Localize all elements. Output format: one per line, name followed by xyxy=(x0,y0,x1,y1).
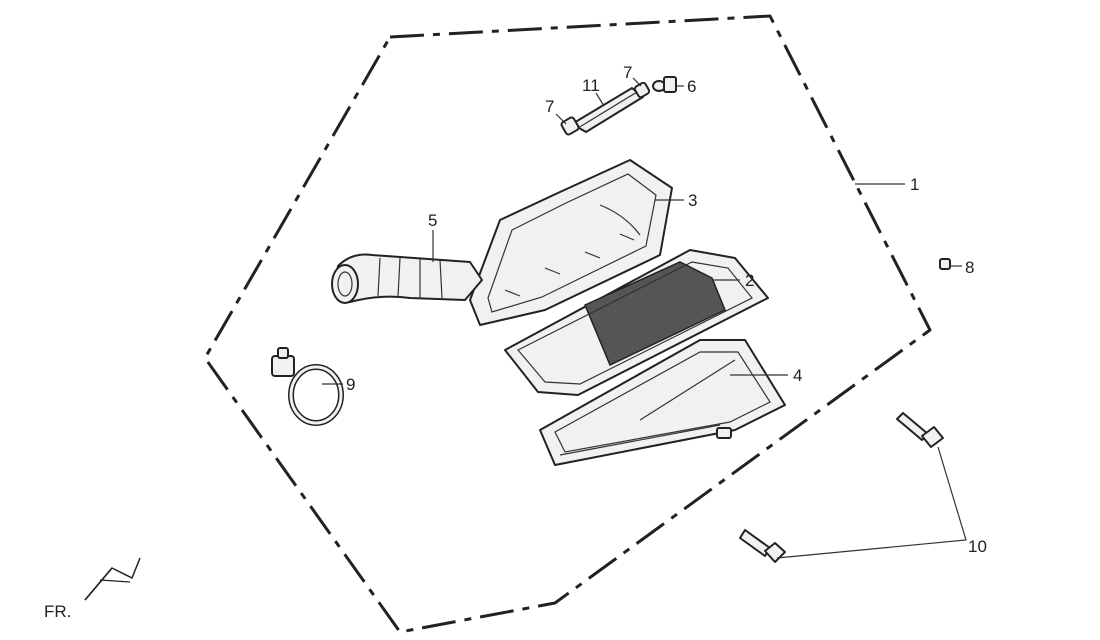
front-direction-arrow-icon xyxy=(84,557,141,601)
callout-5: 5 xyxy=(428,211,437,230)
callout-10: 10 xyxy=(968,537,987,556)
part-drain-plug xyxy=(652,76,677,93)
leader-line-7b xyxy=(632,77,642,87)
leader-line-10 xyxy=(776,446,967,559)
callout-9: 9 xyxy=(346,375,355,394)
part-bolt-lower xyxy=(739,529,786,563)
callout-4: 4 xyxy=(793,366,802,385)
callout-3: 3 xyxy=(688,191,697,210)
callout-7-upper: 7 xyxy=(623,63,632,82)
filter-mesh xyxy=(584,261,726,367)
part-hose-clamp-lower xyxy=(560,116,580,136)
leader-line-11 xyxy=(595,92,605,107)
callout-2: 2 xyxy=(745,271,754,290)
assembly-boundary xyxy=(203,14,932,634)
part-bolt-upper xyxy=(896,412,944,448)
callout-6: 6 xyxy=(687,77,696,96)
front-direction-label: FR. xyxy=(44,602,71,621)
callout-11: 11 xyxy=(582,76,600,95)
callout-1: 1 xyxy=(910,175,919,194)
part-lower-case xyxy=(539,339,786,466)
leader-line-7a xyxy=(555,113,567,125)
part-intake-duct xyxy=(331,253,483,304)
callout-8: 8 xyxy=(965,258,974,277)
part-filter-element xyxy=(504,249,769,396)
part-air-cleaner-case xyxy=(469,159,673,326)
part-hose-band xyxy=(271,347,344,426)
part-grommet xyxy=(939,258,951,270)
callout-7-lower: 7 xyxy=(545,97,554,116)
